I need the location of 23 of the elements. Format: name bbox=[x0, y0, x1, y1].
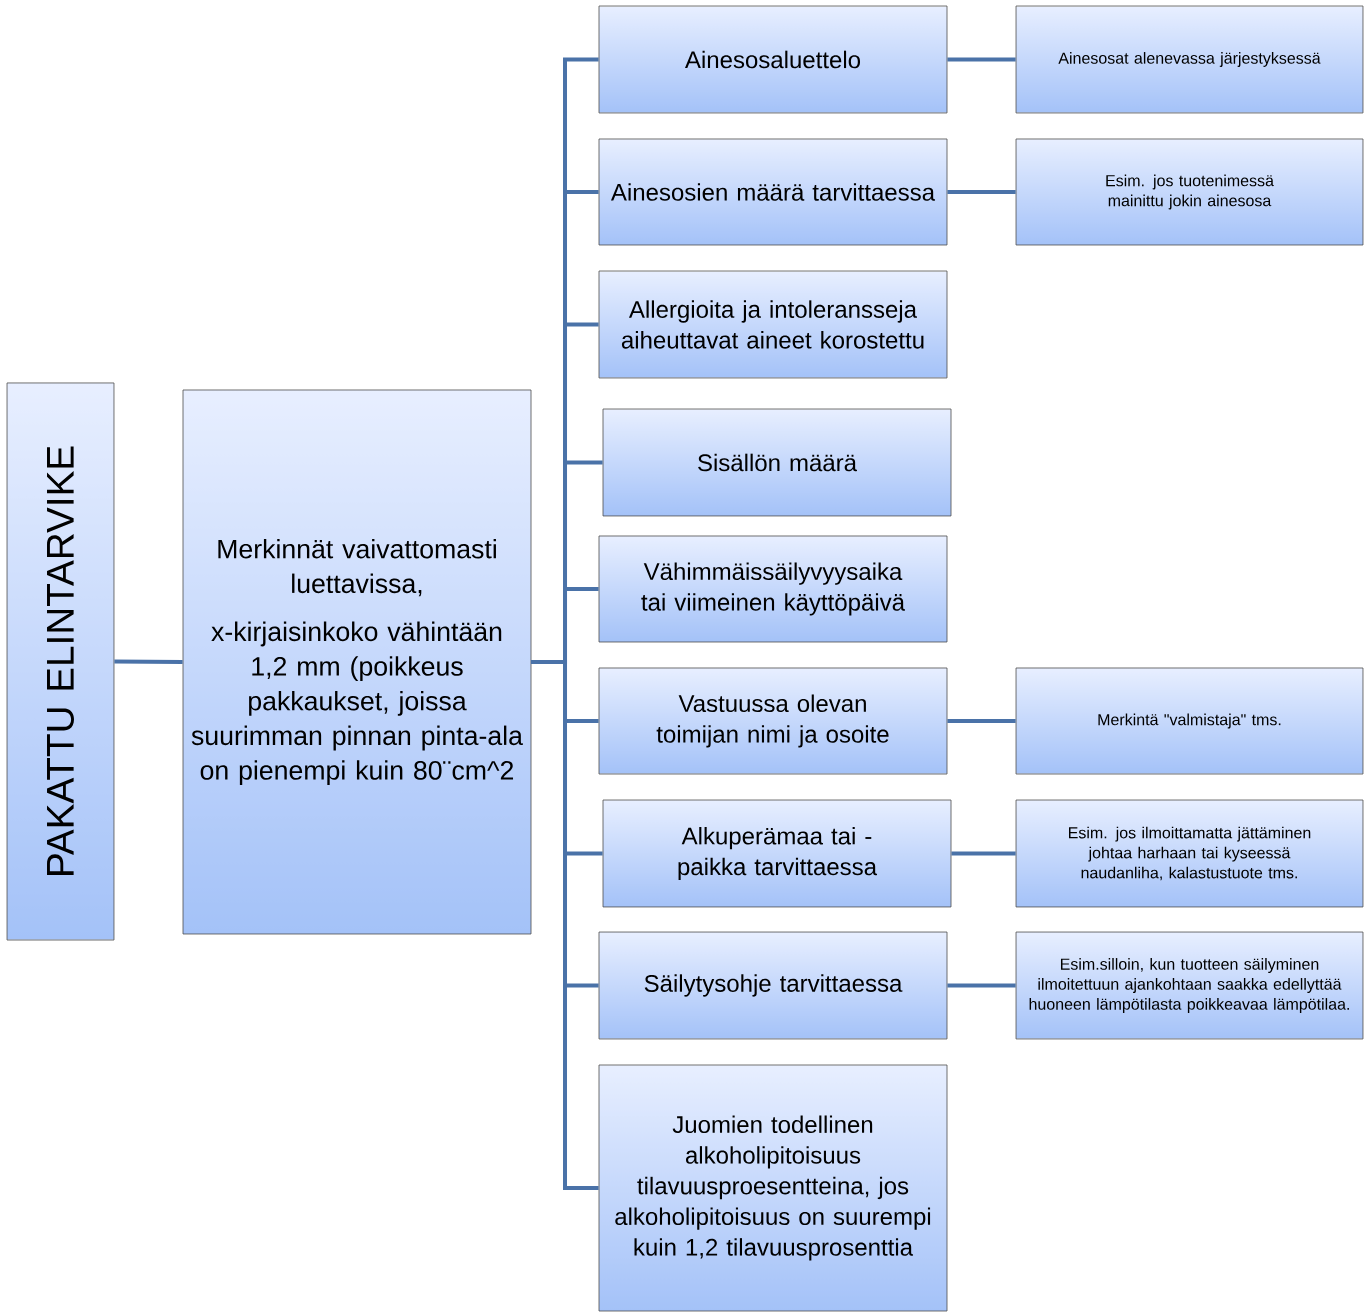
category-box: Sisällön määrä bbox=[602, 408, 952, 517]
note-box: Esim. jos tuotenimessä mainittu jokin ainesosa bbox=[1015, 138, 1364, 246]
title-box: PAKATTU ELINTARVIKE bbox=[6, 382, 115, 941]
note-box: Ainesosat alenevassa järjestyksessä bbox=[1015, 5, 1364, 114]
category-box: Alkuperämaa tai -paikka tarvittaessa bbox=[602, 799, 952, 908]
category-box: Vähimmäissäilyvyysaika tai viimeinen käyttöpäivä bbox=[598, 535, 948, 643]
note-box: Merkintä "valmistaja" tms. bbox=[1015, 667, 1364, 775]
category-box: Allergioita ja intoleransseja aiheuttavat aineet korostettu bbox=[598, 270, 948, 379]
connector-line bbox=[947, 57, 1016, 62]
connector-line bbox=[947, 983, 1016, 988]
category-box: Ainesosien määrä tarvittaessa bbox=[598, 138, 948, 246]
connector-line bbox=[947, 719, 1016, 723]
note-box: Esim. jos ilmoittamatta jättäminen johtaa harhaan tai kyseessä naudanliha, kalastustuote tms. bbox=[1015, 799, 1364, 908]
connector-line bbox=[531, 660, 599, 1190]
connector-line bbox=[951, 851, 1016, 856]
note-box: Esim.silloin, kun tuotteen säilyminen ilmoitettuun ajankohtaan saakka edellyttää huoneen lämpötilasta poikkeavaa lämpötilaa. bbox=[1015, 931, 1364, 1040]
category-box: Vastuussa olevan toimijan nimi ja osoite bbox=[598, 667, 948, 775]
connector-line bbox=[114, 659, 183, 664]
category-box: Ainesosaluettelo bbox=[598, 5, 948, 114]
category-box: Säilytysohje tarvittaessa bbox=[598, 931, 948, 1040]
main-box: Merkinnät vaivattomasti luettavissa, x-kirjaisinkoko vähintään 1,2 mm (poikkeus pakkaukset, joissa suurimman pinnan pinta-ala on pienempi kuin 80¨cm^2 bbox=[182, 389, 532, 935]
connector-line bbox=[947, 190, 1016, 194]
category-box: Juomien todellinen alkoholipitoisuus tilavuusproesentteina, jos alkoholipitoisuus on suurempi kuin 1,2 tilavuusprosenttia bbox=[598, 1064, 948, 1312]
